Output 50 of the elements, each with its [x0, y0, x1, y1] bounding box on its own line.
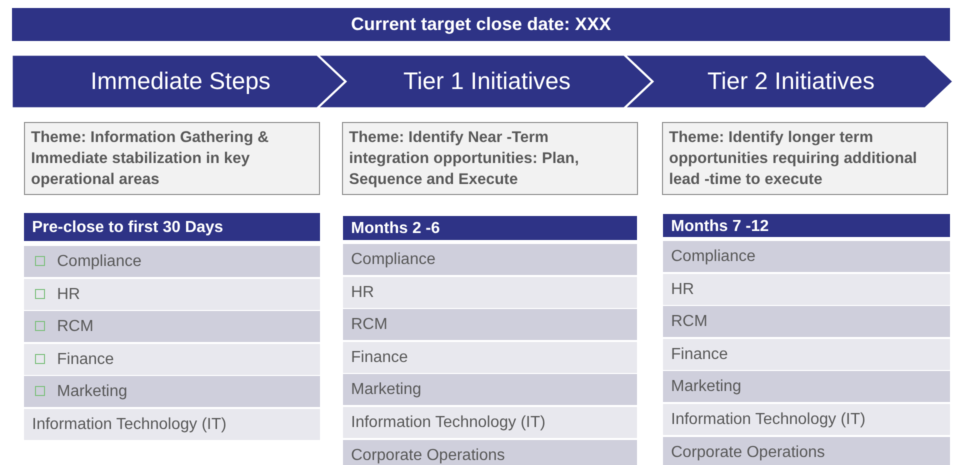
period-header: Months 7 -12 — [663, 214, 950, 239]
period-header: Pre-close to first 30 Days — [24, 213, 320, 243]
phase-banner — [625, 55, 953, 108]
list-row — [663, 274, 950, 305]
phase-title: Immediate Steps — [89, 67, 272, 97]
row-text: RCM — [351, 315, 388, 336]
row-text: Finance — [351, 348, 408, 368]
phase-title: Tier 1 Initiatives — [402, 67, 572, 97]
list-row — [24, 376, 320, 408]
row-text: RCM — [671, 312, 708, 332]
list-row — [343, 374, 637, 406]
list-row — [343, 440, 637, 465]
row-text: Corporate Operations — [671, 442, 825, 463]
row-text: Corporate Operations — [351, 446, 505, 465]
row-text: Marketing — [57, 382, 128, 402]
row-text: HR — [351, 282, 374, 303]
theme-box: Theme: Identify Near -Term integration opportunities: Plan, Sequence and Execute — [342, 122, 638, 195]
theme-box: Theme: Information Gathering & Immediate stabilization in key operational areas — [24, 122, 320, 195]
list-row — [663, 241, 950, 272]
row-text: Information Technology (IT) — [32, 415, 226, 435]
row-text: Information Technology (IT) — [351, 413, 546, 433]
list-row — [343, 342, 637, 373]
title-bar: Current target close date: XXX — [12, 8, 950, 41]
list-row — [663, 436, 950, 465]
theme-box: Theme: Identify longer term opportunities requiring additional lead -time to execute — [662, 122, 948, 195]
list-row — [24, 278, 320, 310]
row-text: Compliance — [57, 252, 142, 272]
row-text: HR — [671, 280, 694, 300]
row-text: Marketing — [671, 377, 742, 398]
list-row — [343, 244, 637, 275]
list-row — [663, 306, 950, 338]
row-text: Compliance — [671, 247, 756, 267]
row-text: Information Technology (IT) — [671, 410, 866, 430]
list-row — [24, 246, 320, 277]
row-text: Marketing — [351, 380, 422, 400]
row-text: Compliance — [351, 250, 436, 270]
phase-banner — [318, 55, 652, 108]
list-row — [24, 344, 320, 375]
row-text: Finance — [671, 344, 728, 365]
list-row — [343, 309, 637, 340]
row-text: Finance — [57, 350, 114, 370]
period-header: Months 2 -6 — [343, 216, 637, 242]
list-row — [24, 311, 320, 342]
phase-title: Tier 2 Initiatives — [706, 67, 876, 97]
list-row — [663, 371, 950, 402]
row-text: HR — [57, 284, 80, 305]
list-row — [343, 276, 637, 308]
phase-banner — [12, 55, 345, 108]
list-row — [663, 338, 950, 370]
row-text: RCM — [57, 317, 94, 338]
